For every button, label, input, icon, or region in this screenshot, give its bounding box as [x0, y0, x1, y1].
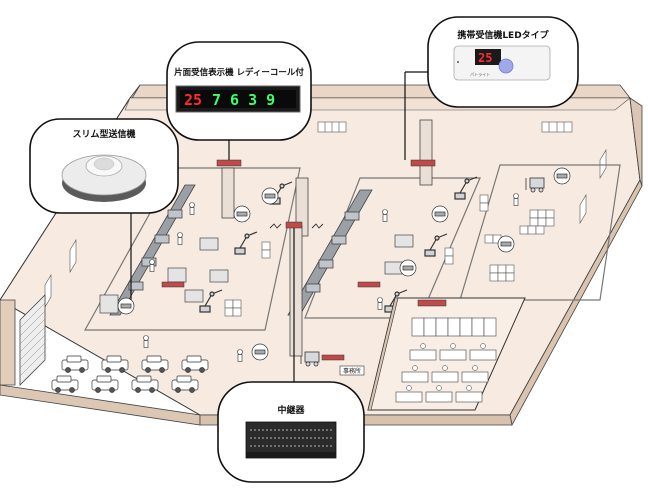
callout-slim-transmitter-label: スリム型送信機: [72, 128, 135, 140]
portable-number: 25: [478, 51, 492, 65]
callout-one-sided-display: 片面受信表示機 レディーコール付 25 7 6 3 9: [166, 41, 312, 141]
callout-slim-transmitter: スリム型送信機: [29, 118, 179, 214]
zone-storage: [459, 164, 621, 301]
storage-boxes: [224, 194, 555, 317]
display-panel-icon: 25 7 6 3 9: [175, 85, 301, 113]
callout-repeater-label: 中継器: [277, 404, 305, 416]
front-left-wall: [0, 299, 16, 386]
back-windows: [317, 121, 573, 133]
display-number-red: 25: [184, 91, 202, 109]
signal-wave-icon: [269, 223, 324, 229]
office-room: 事務所: [339, 297, 526, 411]
display-number-green: 7 6 3 9: [212, 91, 275, 109]
office-display-board: [417, 299, 447, 307]
forklift-icon: [300, 177, 545, 367]
right-windows: [579, 148, 607, 225]
portable-brand: パトライト: [470, 71, 490, 77]
callout-one-sided-display-label: 片面受信表示機 レディーコール付: [174, 67, 304, 78]
zone-left: [83, 167, 301, 331]
repeater-icon: [245, 421, 337, 459]
left-windows: [44, 238, 77, 309]
shutter-door: [19, 294, 46, 386]
callout-repeater: 中継器: [217, 381, 365, 483]
call-button-icon: [117, 167, 571, 361]
callout-portable-receiver-label: 携帯受信機LEDタイプ: [457, 29, 549, 41]
callout-portable-receiver: 携帯受信機LEDタイプ 25 パトライト: [427, 16, 579, 108]
office-label: 事務所: [343, 367, 361, 375]
portable-receiver-icon: 25 パトライト: [453, 45, 551, 81]
slim-transmitter-icon: [61, 154, 147, 202]
worker-icon: [143, 193, 519, 362]
pillars: [221, 119, 433, 357]
car-icon: [51, 355, 209, 393]
